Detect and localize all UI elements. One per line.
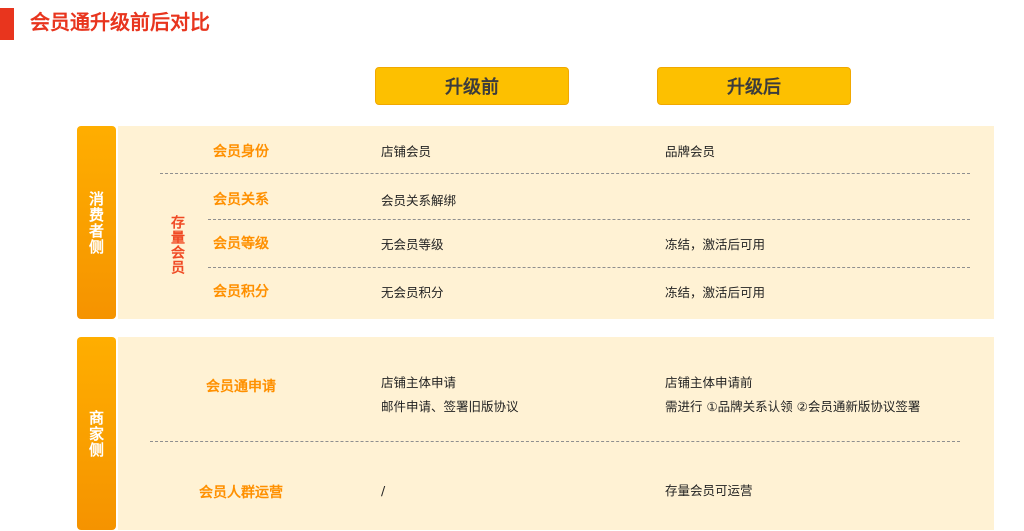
cell-application-before: 店铺主体申请 邮件申请、签署旧版协议: [381, 375, 519, 414]
row-label-crowd-operation: 会员人群运营: [199, 485, 283, 501]
page-title: 会员通升级前后对比: [30, 10, 210, 34]
cell-identity-before: 店铺会员: [381, 144, 432, 159]
column-header-after: 升级后: [657, 67, 851, 105]
consumer-side-tab: 消费者侧: [77, 126, 116, 319]
cell-crowd-before: /: [381, 483, 386, 498]
consumer-side-label: 消费者侧: [87, 190, 105, 255]
row-label-member-level: 会员等级: [213, 236, 269, 252]
divider: [150, 441, 960, 442]
consumer-panel: [118, 126, 994, 319]
stock-member-group-label: 存量会员: [169, 215, 185, 275]
cell-level-before: 无会员等级: [381, 237, 444, 252]
row-label-application: 会员通申请: [206, 379, 276, 395]
merchant-side-label: 商家侧: [87, 409, 105, 458]
cell-identity-after: 品牌会员: [665, 144, 716, 159]
cell-points-after: 冻结，激活后可用: [665, 285, 766, 300]
row-label-member-identity: 会员身份: [213, 144, 269, 160]
merchant-side-tab: 商家侧: [77, 337, 116, 530]
cell-points-before: 无会员积分: [381, 285, 444, 300]
row-label-member-points: 会员积分: [213, 284, 269, 300]
cell-application-after: 店铺主体申请前 需进行 ①品牌关系认领 ②会员通新版协议签署: [665, 375, 921, 414]
row-label-member-relation: 会员关系: [213, 192, 269, 208]
cell-level-after: 冻结，激活后可用: [665, 237, 766, 252]
divider: [208, 219, 970, 220]
cell-crowd-after: 存量会员可运营: [665, 483, 753, 498]
title-accent-bar: [0, 8, 14, 40]
cell-relation-before: 会员关系解绑: [381, 193, 457, 208]
column-header-before: 升级前: [375, 67, 569, 105]
merchant-panel: [118, 337, 994, 530]
divider: [208, 267, 970, 268]
divider: [160, 173, 970, 174]
